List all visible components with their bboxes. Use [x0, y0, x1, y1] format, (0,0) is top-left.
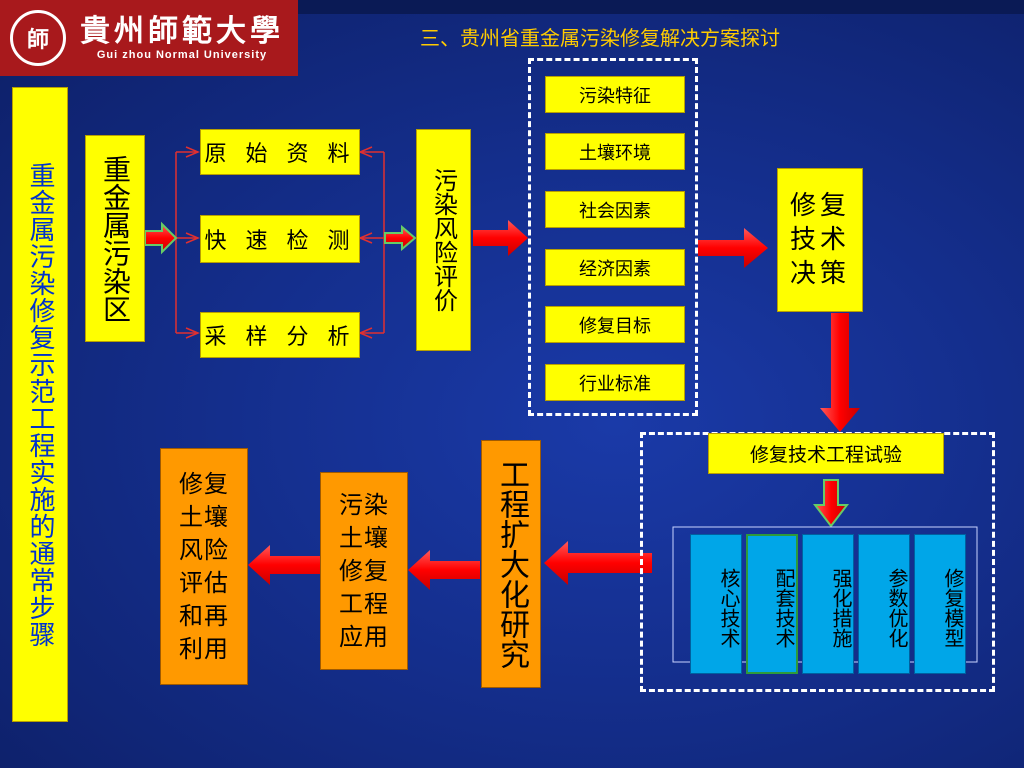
logo-seal-icon: 師: [10, 10, 66, 66]
factor-soil: 土壤环境: [545, 133, 685, 170]
arrow-application-to-final: [248, 545, 320, 585]
trial-item-core: 核心技术: [690, 534, 742, 674]
arrow-trial-to-scale: [544, 541, 652, 585]
trial-item-params: 参数优化: [858, 534, 910, 674]
factor-target: 修复目标: [545, 306, 685, 343]
slide-title: 三、贵州省重金属污染修复解决方案探讨: [420, 26, 780, 50]
step-raw-data: 原 始 资 料: [200, 129, 360, 175]
final-box: 修复土壤风险评估和再利用: [160, 448, 248, 685]
arrow-scale-to-application: [408, 550, 480, 590]
logo-name-cn: 貴州師範大學: [80, 14, 284, 49]
trial-box: 修复技术工程试验: [708, 433, 944, 474]
risk-assessment-box: 污染风险评价: [416, 129, 471, 351]
factor-economic: 经济因素: [545, 249, 685, 286]
factor-standard: 行业标准: [545, 364, 685, 401]
factors-group: [528, 58, 698, 416]
step-rapid-test: 快 速 检 测: [200, 215, 360, 263]
decision-box: 修复技术决策: [777, 168, 863, 312]
arrow-trial-to-items: [812, 479, 850, 528]
university-logo: 師 貴州師範大學 Gui zhou Normal University: [0, 0, 298, 76]
factor-social: 社会因素: [545, 191, 685, 228]
bracket-left: [175, 146, 200, 339]
arrow-decision-to-trial: [820, 313, 860, 432]
bracket-right: [358, 146, 385, 339]
start-box: 重金属污染区: [85, 135, 145, 342]
logo-name-en: Gui zhou Normal University: [96, 49, 268, 61]
trial-item-support: 配套技术: [746, 534, 798, 674]
application-box: 污染土壤修复工程应用: [320, 472, 408, 670]
arrow-risk-to-factors: [473, 220, 528, 256]
arrow-data-to-risk: [384, 224, 417, 252]
arrow-factors-to-decision: [698, 228, 768, 268]
trial-item-model: 修复模型: [914, 534, 966, 674]
scale-up-box: 工程扩大化研究: [481, 440, 541, 688]
arrow-start-to-data: [144, 221, 178, 255]
side-title: 重金属污染修复示范工程实施的通常步骤: [12, 87, 68, 722]
step-sampling: 采 样 分 析: [200, 312, 360, 358]
factor-pollution: 污染特征: [545, 76, 685, 113]
trial-item-enhance: 强化措施: [802, 534, 854, 674]
